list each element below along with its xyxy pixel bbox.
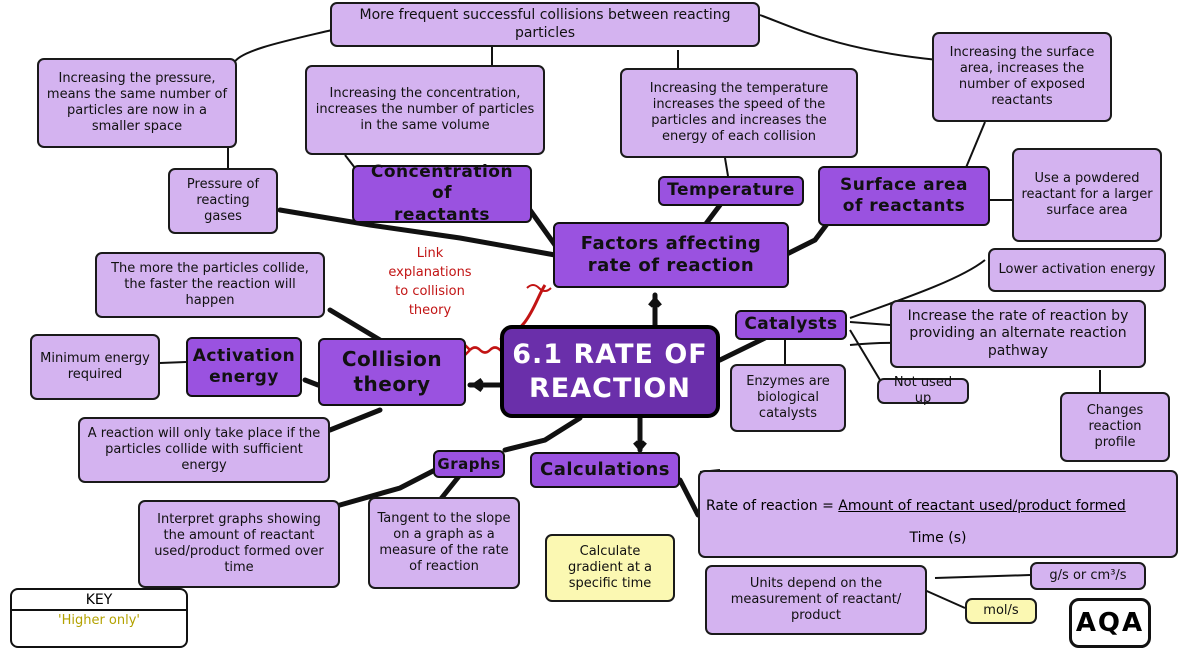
- note-alternate-pathway: Increase the rate of reaction by providi…: [890, 300, 1146, 368]
- note-sufficient-energy: A reaction will only take place if the p…: [78, 417, 330, 483]
- topic-temperature-label: Temperature: [667, 180, 795, 201]
- note-not-used-up-text: Not used up: [893, 374, 953, 406]
- note-units-mass: g/s or cm³/s: [1030, 562, 1146, 590]
- note-units-depend: Units depend on the measurement of react…: [705, 565, 927, 635]
- note-pressure-label-text: Pressure of reacting gases: [186, 176, 260, 225]
- note-interpret-graphs: Interpret graphs showing the amount of r…: [138, 500, 340, 588]
- key-legend: KEY 'Higher only': [10, 588, 188, 648]
- link-note-line4: theory: [408, 302, 452, 318]
- note-pressure-label: Pressure of reacting gases: [168, 168, 278, 234]
- note-temperature-explain-text: Increasing the temperature increases the…: [649, 80, 829, 145]
- link-note-line1: Link: [416, 246, 444, 261]
- note-minimum-energy-text: Minimum energy required: [40, 350, 150, 382]
- note-concentration-explain-text: Increasing the concentration, increases …: [315, 85, 535, 134]
- topic-temperature: Temperature: [658, 176, 804, 206]
- topic-calculations-label: Calculations: [540, 458, 670, 480]
- topic-factors: Factors affecting rate of reaction: [553, 222, 789, 288]
- rate-equation-numerator: Amount of reactant used/product formed: [838, 498, 1126, 514]
- note-units-mass-text: g/s or cm³/s: [1049, 567, 1127, 583]
- core-line2: REACTION: [529, 372, 691, 404]
- aqa-logo: AQA: [1069, 598, 1151, 648]
- topic-collision-theory: Collision theory: [318, 338, 466, 406]
- note-frequent-collisions-text: More frequent successful collisions betw…: [359, 7, 731, 41]
- note-surface-explain: Increasing the surface area, increases t…: [932, 32, 1112, 122]
- key-higher-only: 'Higher only': [58, 613, 140, 628]
- note-tangent: Tangent to the slope on a graph as a mea…: [368, 497, 520, 589]
- topic-graphs: Graphs: [433, 450, 505, 478]
- note-temperature-explain: Increasing the temperature increases the…: [620, 68, 858, 158]
- note-alternate-pathway-text: Increase the rate of reaction by providi…: [907, 307, 1129, 359]
- note-units-depend-text: Units depend on the measurement of react…: [730, 575, 902, 624]
- note-more-collide: The more the particles collide, the fast…: [95, 252, 325, 318]
- note-calculate-gradient: Calculate gradient at a specific time: [545, 534, 675, 602]
- note-powdered-reactant: Use a powdered reactant for a larger sur…: [1012, 148, 1162, 242]
- note-enzymes-text: Enzymes are biological catalysts: [746, 373, 830, 422]
- topic-concentration-line1: Concentration of: [370, 162, 514, 204]
- note-more-collide-text: The more the particles collide, the fast…: [111, 260, 309, 309]
- topic-concentration: Concentration of reactants: [352, 162, 532, 225]
- note-concentration-explain: Increasing the concentration, increases …: [305, 65, 545, 155]
- topic-concentration-line2: reactants: [394, 204, 490, 225]
- note-reaction-profile-text: Changes reaction profile: [1086, 402, 1144, 451]
- key-title: KEY: [12, 590, 186, 611]
- note-units-mol: mol/s: [965, 598, 1037, 624]
- note-not-used-up: Not used up: [877, 375, 969, 406]
- note-reaction-profile: Changes reaction profile: [1060, 392, 1170, 462]
- topic-graphs-label: Graphs: [437, 454, 501, 473]
- note-powdered-text: Use a powdered reactant for a larger sur…: [1021, 170, 1153, 219]
- topic-activation-energy: Activation energy: [186, 337, 302, 397]
- note-enzymes: Enzymes are biological catalysts: [730, 364, 846, 432]
- link-note-line3: to collision: [395, 283, 465, 299]
- note-minimum-energy: Minimum energy required: [30, 334, 160, 400]
- note-gradient-text: Calculate gradient at a specific time: [567, 543, 653, 592]
- topic-surface-line2: of reactants: [842, 196, 966, 216]
- note-surface-explain-text: Increasing the surface area, increases t…: [949, 44, 1095, 109]
- note-pressure-explain: Increasing the pressure, means the same …: [37, 58, 237, 148]
- topic-surface-line1: Surface area: [840, 174, 968, 195]
- note-sufficient-energy-text: A reaction will only take place if the p…: [87, 425, 321, 474]
- topic-activation-line2: energy: [209, 367, 279, 387]
- note-frequent-collisions: More frequent successful collisions betw…: [330, 2, 760, 47]
- note-lower-activation: Lower activation energy: [988, 248, 1166, 292]
- topic-factors-line2: rate of reaction: [587, 255, 755, 276]
- note-lower-activation-text: Lower activation energy: [998, 261, 1156, 277]
- topic-surface-area: Surface area of reactants: [818, 166, 990, 226]
- topic-catalysts: Catalysts: [735, 310, 847, 340]
- note-interpret-graphs-text: Interpret graphs showing the amount of r…: [154, 511, 324, 576]
- link-explanations-note: Link explanations to collision theory: [380, 245, 480, 320]
- rate-equation-denominator: Time (s): [909, 530, 967, 546]
- topic-catalysts-label: Catalysts: [744, 314, 838, 335]
- topic-collision-line1: Collision: [341, 347, 443, 371]
- topic-calculations: Calculations: [530, 452, 680, 488]
- rate-equation-lhs: Rate of reaction =: [706, 498, 839, 514]
- topic-collision-line2: theory: [353, 372, 431, 396]
- topic-activation-line1: Activation: [192, 345, 296, 366]
- note-units-mol-text: mol/s: [983, 602, 1019, 618]
- rate-equation-box: Rate of reaction = Amount of reactant us…: [698, 470, 1178, 558]
- note-tangent-text: Tangent to the slope on a graph as a mea…: [377, 510, 511, 575]
- link-note-line2: explanations: [388, 264, 472, 280]
- note-pressure-explain-text: Increasing the pressure, means the same …: [46, 70, 228, 135]
- rate-equation-top: Rate of reaction = Amount of reactant us…: [706, 498, 1126, 514]
- topic-factors-line1: Factors affecting: [580, 232, 762, 254]
- core-topic-rate-of-reaction: 6.1 RATE OF REACTION: [500, 325, 720, 418]
- core-line1: 6.1 RATE OF: [512, 338, 708, 370]
